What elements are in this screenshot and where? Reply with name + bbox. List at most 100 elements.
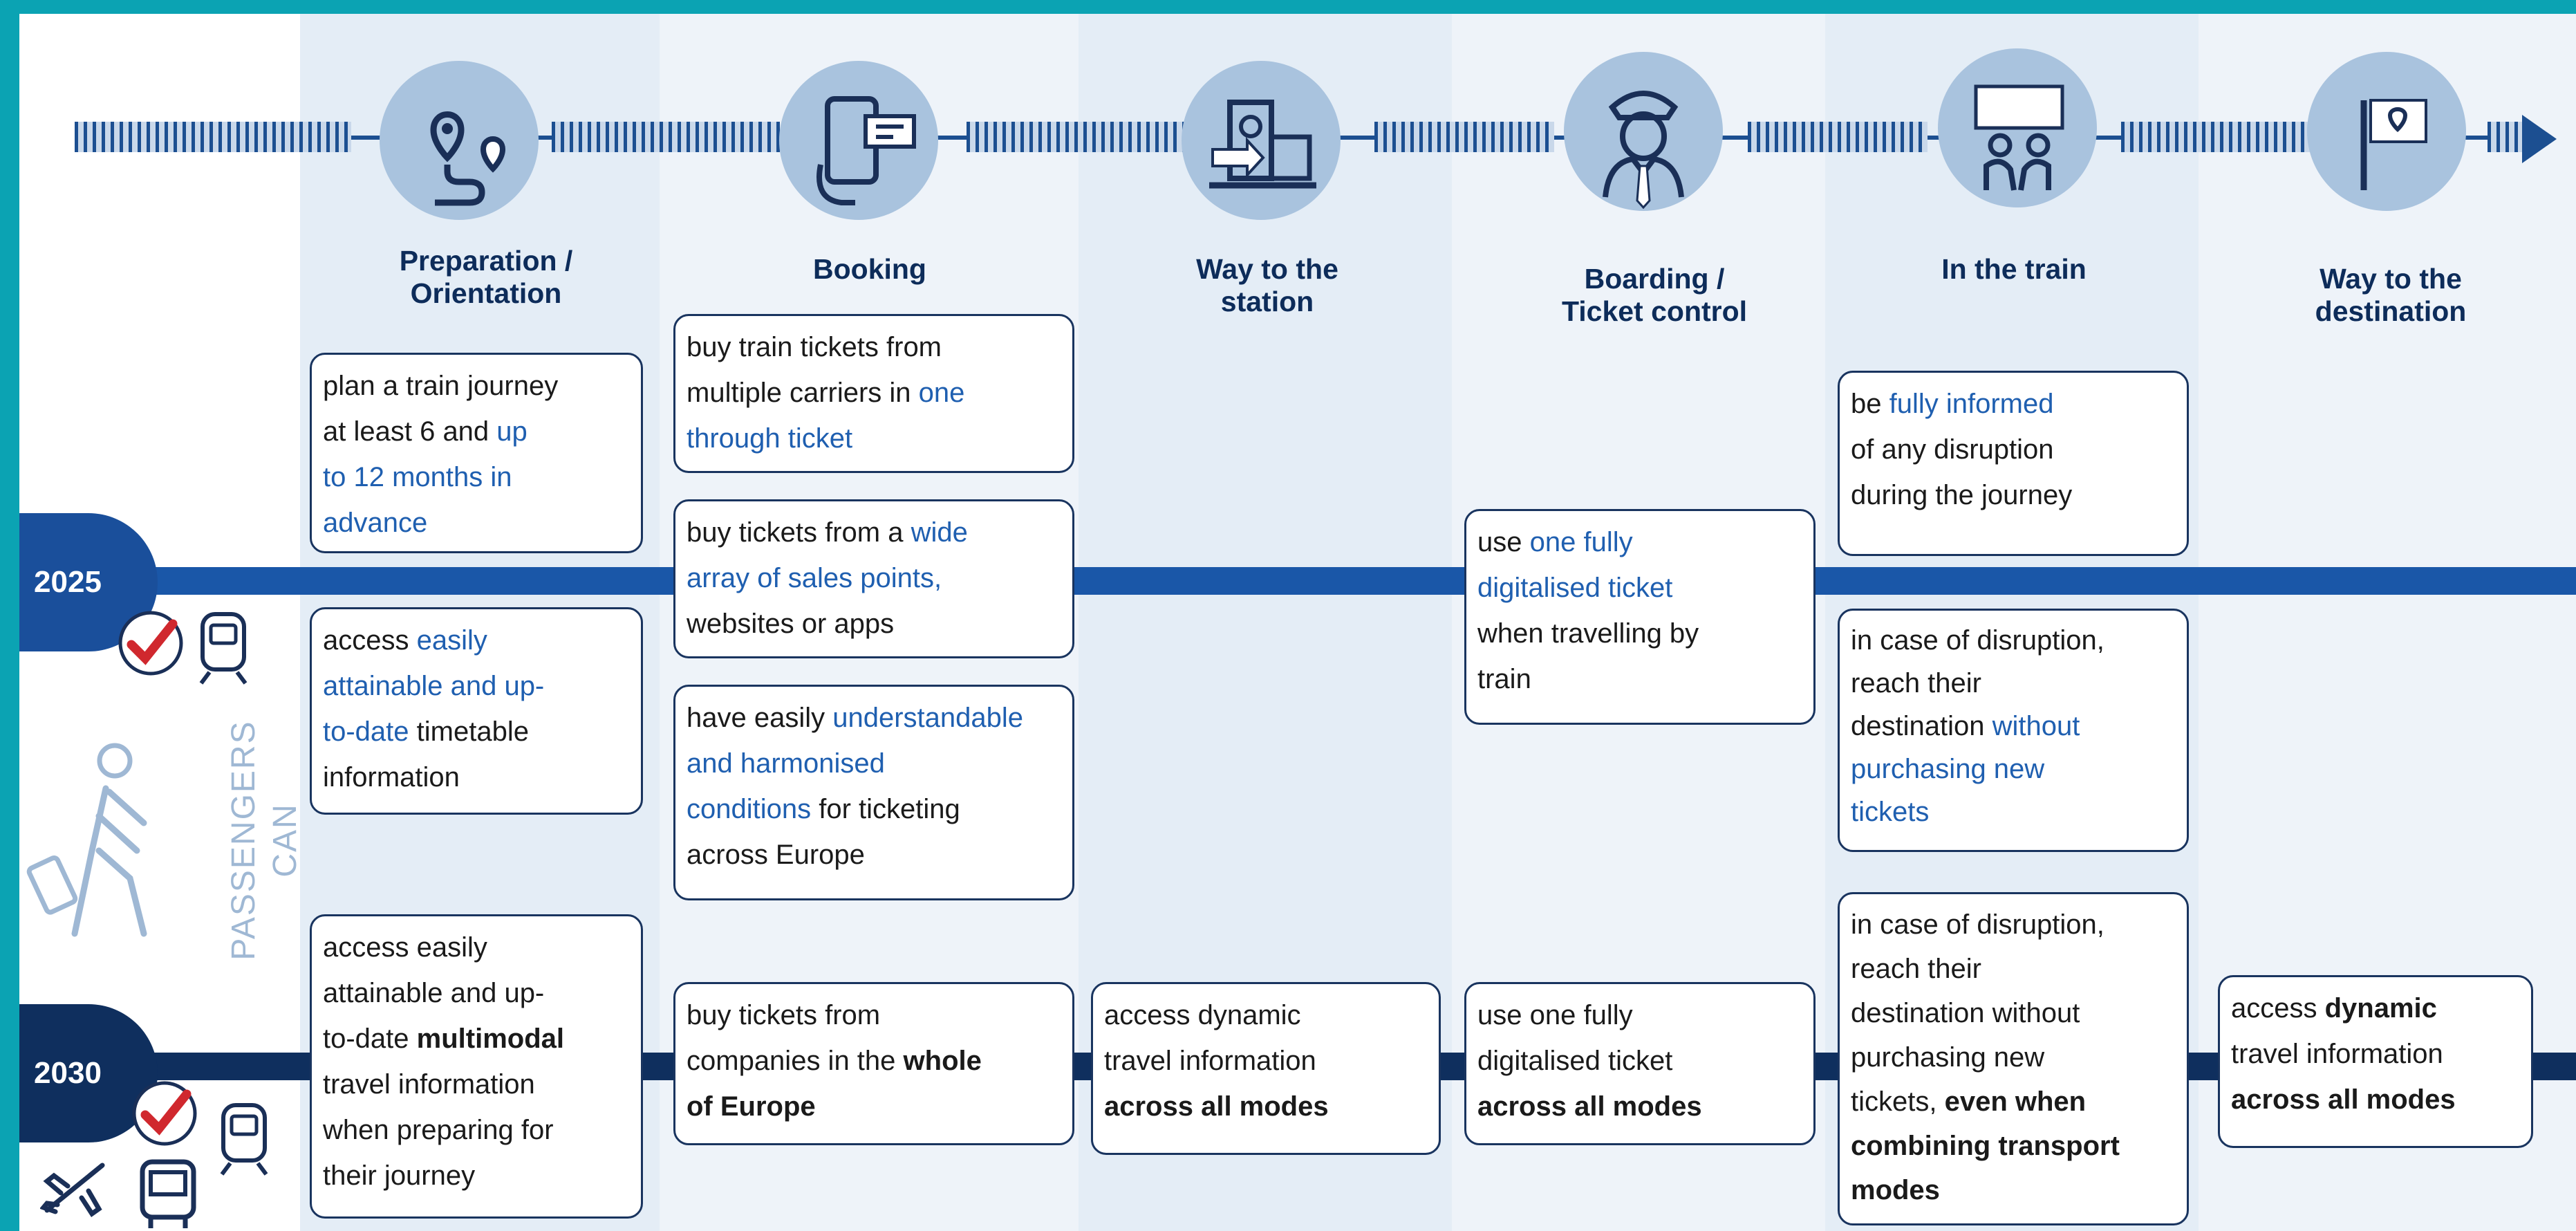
rail-track-1 (75, 122, 351, 152)
card-line: destination without (1851, 998, 2080, 1028)
card-line: through ticket (687, 423, 853, 454)
card-line: have easily understandable (687, 703, 1024, 733)
card-line: array of sales points, (687, 563, 942, 593)
stage-circle-dest (2307, 52, 2466, 211)
card-line: plan a train journey (323, 371, 559, 401)
passengers-seated-icon (1974, 84, 2064, 191)
card-booking-2025-conditions: have easily understandable and harmonise… (673, 685, 1074, 900)
card-line: reach their (1851, 668, 1981, 698)
stage-title-line: destination (2315, 295, 2467, 327)
card-line: buy tickets from a wide (687, 517, 968, 548)
card-line: advance (323, 508, 428, 538)
phone-ticket-icon (816, 96, 916, 205)
card-line: digitalised ticket (1477, 573, 1673, 603)
card-line: to 12 months in (323, 462, 512, 492)
card-board-2030-all-modes: use one fully digitalised ticket across … (1464, 982, 1816, 1145)
card-line: in case of disruption, (1851, 625, 2104, 656)
card-line: travel information (323, 1069, 535, 1100)
journey-infographic: Preparation / Orientation Booking Way to… (19, 14, 2576, 1231)
card-line: attainable and up- (323, 671, 545, 701)
card-line: when preparing for (323, 1115, 554, 1145)
stage-title-line: Boarding / (1584, 263, 1725, 295)
card-board-2025-digital-ticket: use one fully digitalised ticket when tr… (1464, 509, 1816, 725)
rail-track-3 (967, 122, 1188, 152)
can-label: CAN (267, 803, 304, 878)
card-prep-2030-multimodal: access easily attainable and up- to-date… (310, 914, 643, 1219)
stage-title-line: In the train (1941, 253, 2087, 285)
stage-title-booking: Booking (766, 253, 973, 286)
card-line: to-date multimodal (323, 1024, 564, 1054)
card-line: reach their (1851, 954, 1981, 984)
card-line: tickets, even when (1851, 1086, 2087, 1117)
rail-track-6 (2121, 122, 2322, 152)
card-line: access easily (323, 625, 487, 656)
card-line: and harmonised (687, 748, 885, 779)
card-line: when travelling by (1477, 618, 1699, 649)
card-line: use one fully (1477, 1000, 1633, 1030)
card-line: purchasing new (1851, 1042, 2045, 1073)
card-line: access dynamic (1104, 1000, 1301, 1030)
card-line: websites or apps (687, 609, 895, 639)
card-line: across all modes (2231, 1084, 2456, 1115)
card-line: use one fully (1477, 527, 1633, 557)
card-line: at least 6 and up (323, 416, 528, 447)
card-line: digitalised ticket (1477, 1046, 1673, 1076)
card-line: be fully informed (1851, 389, 2054, 419)
train-icon (199, 612, 248, 685)
card-line: access easily (323, 932, 487, 963)
station-icon (1209, 100, 1316, 189)
card-dest-2030-dynamic-info: access dynamic travel information across… (2218, 975, 2533, 1148)
rail-track-7 (2488, 122, 2522, 152)
card-line: of any disruption (1851, 434, 2054, 465)
card-train-2025-no-new-tickets: in case of disruption, reach their desti… (1838, 609, 2189, 852)
card-line: travel information (1104, 1046, 1316, 1076)
card-line: modes (1851, 1175, 1940, 1205)
walking-passenger-icon (26, 743, 147, 937)
card-line: information (323, 762, 460, 793)
card-line: tickets (1851, 797, 1930, 827)
card-booking-2030-whole-europe: buy tickets from companies in the whole … (673, 982, 1074, 1145)
card-line: travel information (2231, 1039, 2443, 1069)
stage-title-line: Ticket control (1561, 295, 1748, 327)
card-line: access dynamic (2231, 993, 2437, 1024)
card-train-2025-informed: be fully informed of any disruption duri… (1838, 371, 2189, 556)
airplane-icon (40, 1163, 105, 1217)
stage-title-line: station (1220, 286, 1314, 317)
card-booking-2025-sales-points: buy tickets from a wide array of sales p… (673, 499, 1074, 658)
stage-title-line: Booking (813, 253, 926, 285)
card-line: destination without (1851, 711, 2080, 741)
destination-flag-icon (2360, 99, 2427, 190)
stage-circle-train (1938, 48, 2097, 207)
stage-title-board: Boarding / Ticket control (1527, 263, 1782, 328)
checkmark-icon (132, 1081, 197, 1146)
stage-circle-way (1182, 61, 1341, 220)
rail-track-4 (1374, 122, 1554, 152)
stage-title-line: Way to the (1196, 253, 1338, 285)
stage-circle-board (1564, 52, 1723, 211)
card-line: across Europe (687, 840, 865, 870)
rail-arrow-icon (2522, 115, 2557, 163)
card-line: to-date timetable (323, 716, 529, 747)
card-line: companies in the whole (687, 1046, 982, 1076)
card-booking-2025-through-ticket: buy train tickets from multiple carriers… (673, 314, 1074, 473)
year-2025-label: 2025 (34, 565, 102, 599)
card-way-2030-dynamic-info: access dynamic travel information across… (1091, 982, 1441, 1155)
stage-title-line: Orientation (410, 277, 562, 309)
stage-title-line: Way to the (2320, 263, 2462, 295)
card-line: buy train tickets from (687, 332, 942, 362)
card-line: multiple carriers in one (687, 378, 965, 408)
stage-title-prep: Preparation / Orientation (337, 245, 635, 310)
stage-title-train: In the train (1907, 253, 2121, 286)
card-line: buy tickets from (687, 1000, 881, 1030)
stage-circle-prep (380, 61, 539, 220)
rail-track-2 (552, 122, 780, 152)
card-line: train (1477, 664, 1531, 694)
passengers-label: PASSENGERS (225, 720, 262, 961)
card-line: conditions for ticketing (687, 794, 960, 824)
train-icon (220, 1103, 268, 1176)
conductor-icon (1603, 91, 1684, 210)
timeline-2025-bar (130, 567, 2576, 595)
rail-track-5 (1748, 122, 1928, 152)
stage-circle-booking (779, 61, 938, 220)
passengers-can-label: PASSENGERS CAN (185, 720, 304, 974)
